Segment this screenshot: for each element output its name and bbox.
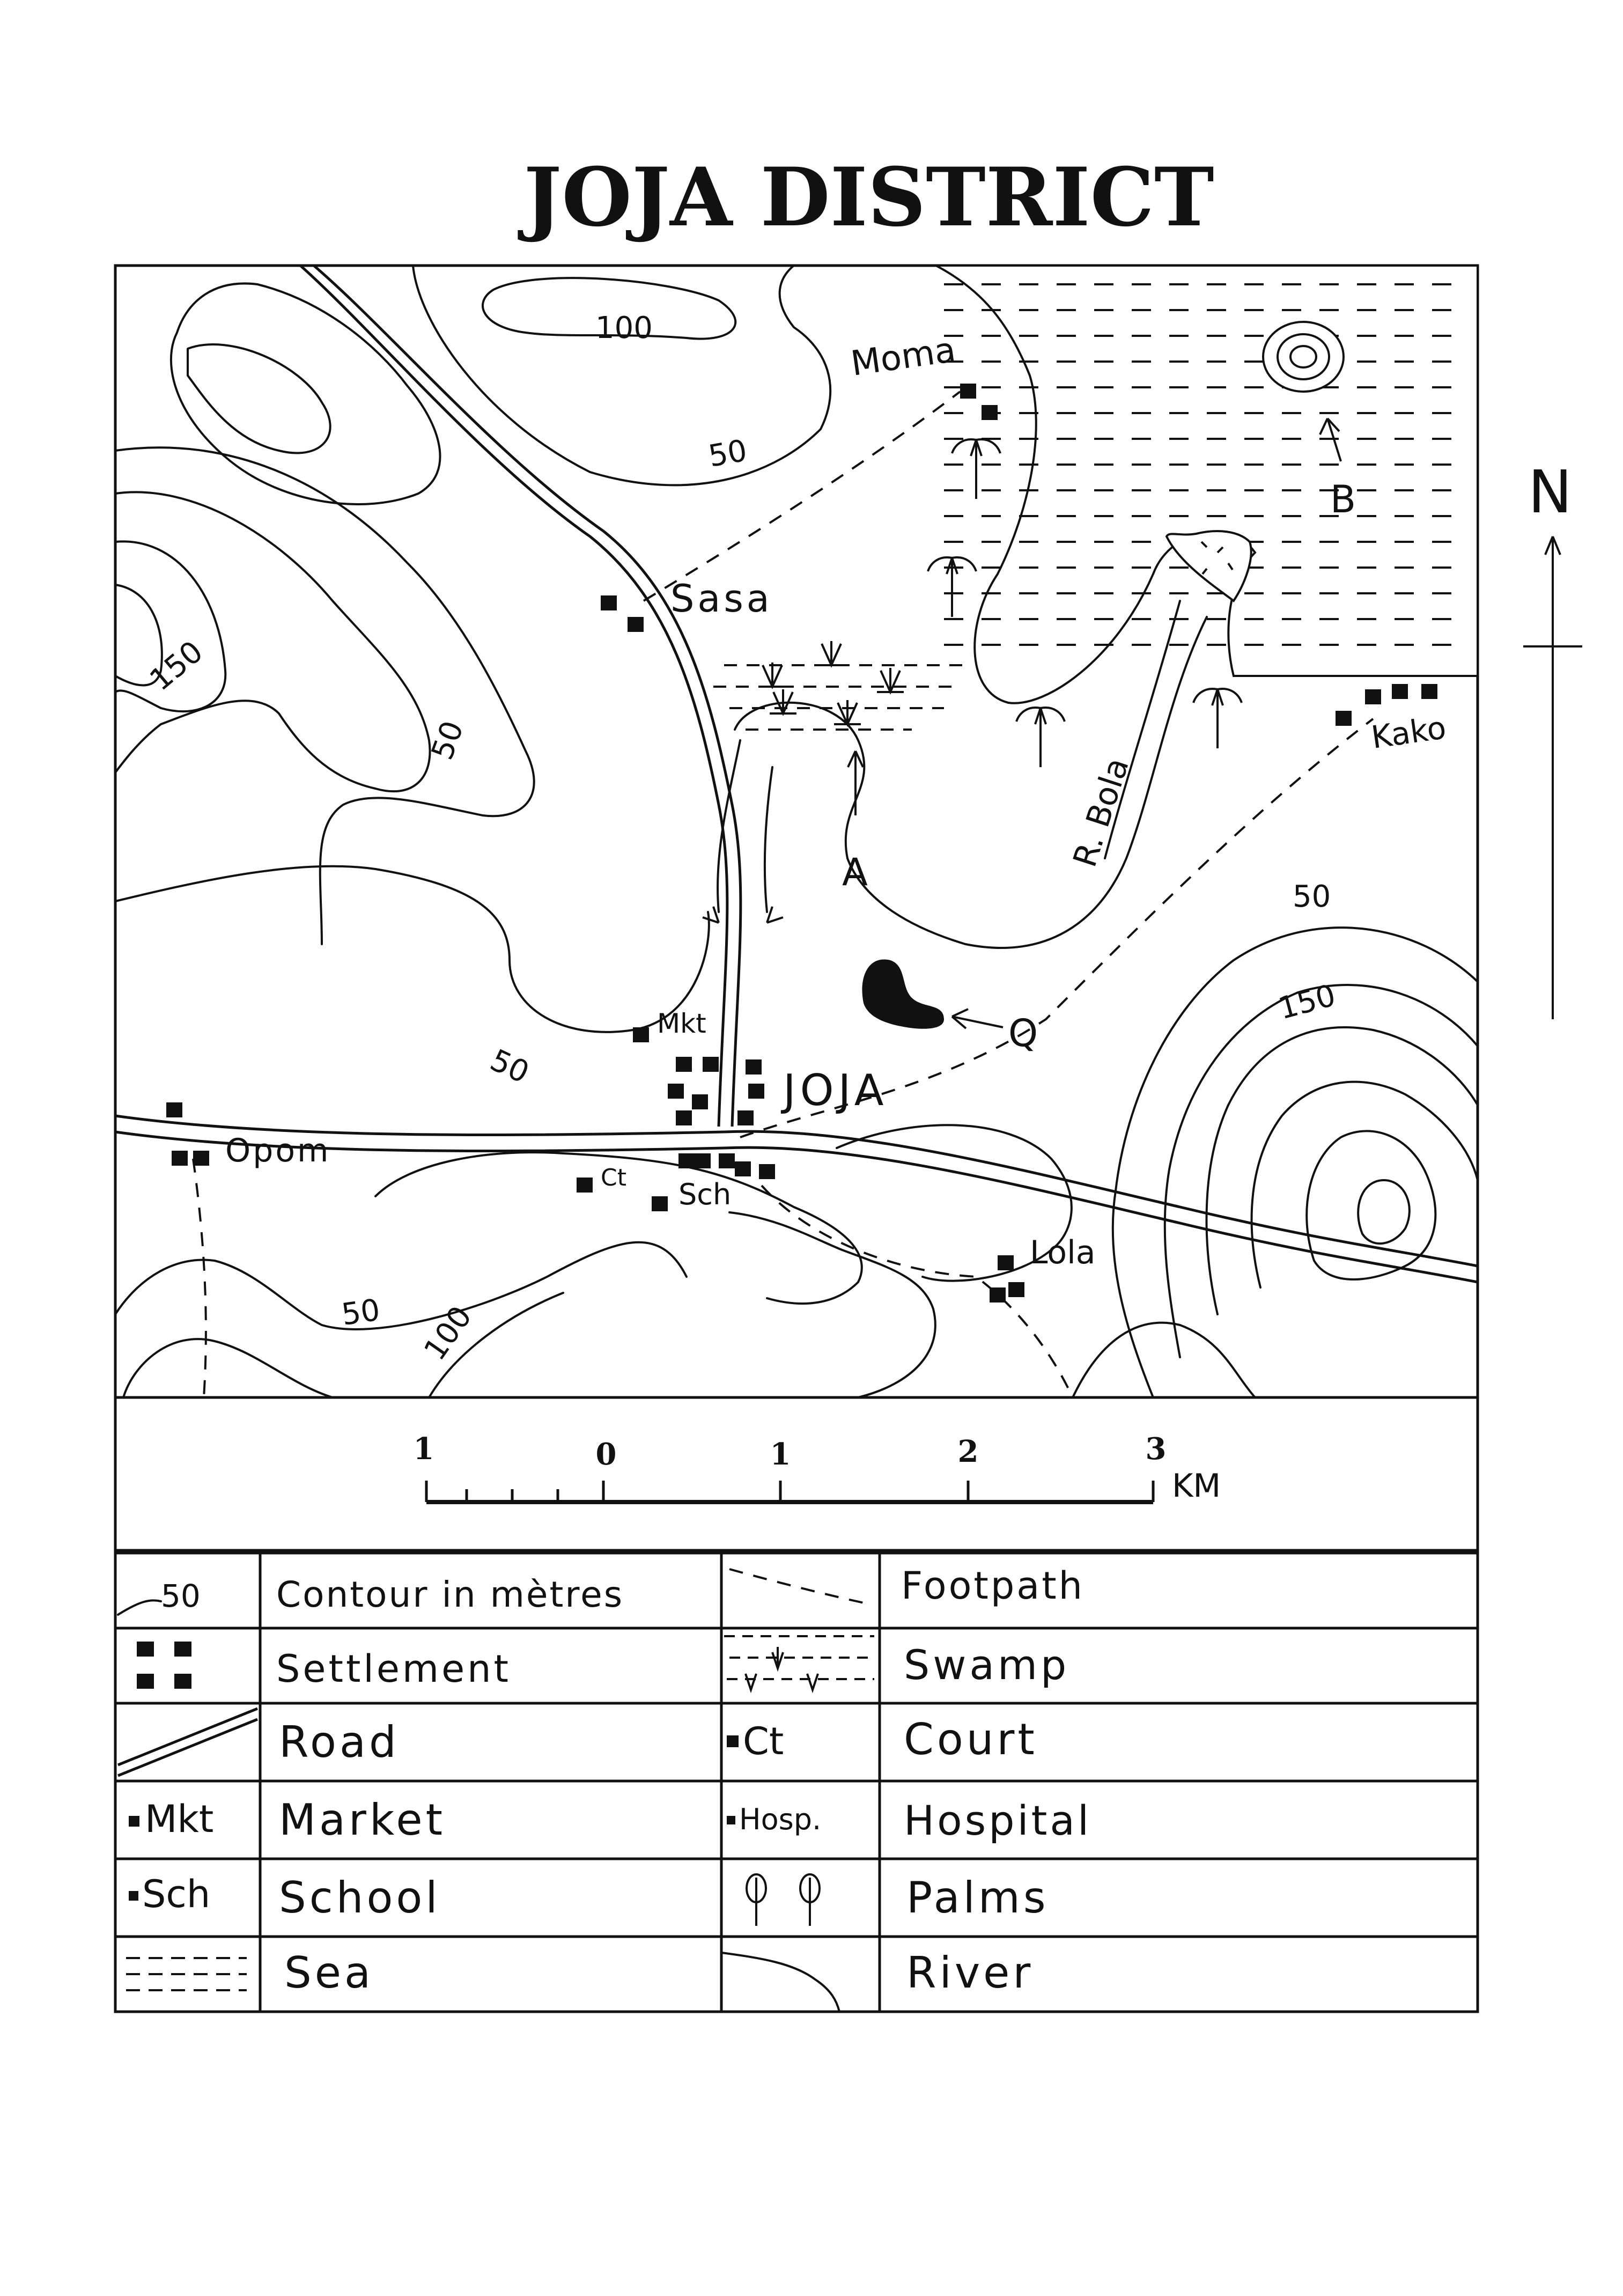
label-sasa: Sasa (670, 577, 773, 621)
legend-label-contour: Contour in mètres (276, 1574, 624, 1615)
scale-bar (425, 1481, 1155, 1504)
marker-a: A (842, 850, 868, 894)
legend-contour-value: 50 (161, 1578, 201, 1614)
contour-label-50-mid: 50 (485, 1043, 534, 1091)
contour-label-100-top: 100 (595, 311, 653, 345)
contour-label-150-right: 150 (1275, 978, 1339, 1026)
roads (115, 264, 1478, 1284)
sea-dashes (944, 283, 1451, 646)
label-mkt: Mkt (657, 1008, 706, 1039)
legend-hospital-symbol: Hosp. (727, 1802, 821, 1836)
island-b (1262, 321, 1345, 462)
river-bola (1104, 530, 1252, 859)
sea-area (935, 264, 1479, 704)
label-river-bola: R. Bola (1066, 753, 1137, 871)
legend-mkt-code: Mkt (145, 1797, 213, 1841)
label-kako: Kako (1369, 709, 1448, 756)
legend-swamp-symbol (724, 1635, 874, 1694)
legend-label-sea: Sea (284, 1948, 374, 1998)
legend-school-symbol: Sch (129, 1872, 210, 1916)
contour-label-50-bottom: 50 (340, 1293, 382, 1333)
legend-road-symbol (117, 1707, 258, 1777)
map-title: JOJA DISTRICT (518, 150, 1214, 245)
legend-sch-code: Sch (142, 1872, 210, 1916)
label-joja: JOJA (780, 1065, 888, 1115)
legend-label-settlement: Settlement (276, 1647, 511, 1691)
legend-hosp-code: Hosp. (739, 1802, 821, 1836)
legend-court-symbol: Ct (727, 1719, 784, 1763)
legend-label-school: School (279, 1873, 441, 1923)
contour-lines (114, 264, 1479, 1399)
scale-tick-1-left: 1 (414, 1431, 434, 1467)
scale-tick-2: 2 (958, 1434, 979, 1469)
legend-river-symbol (720, 1952, 840, 2013)
contour-label-50-left: 50 (425, 717, 470, 764)
legend-palms-symbol (746, 1873, 821, 1926)
label-sch: Sch (678, 1178, 731, 1211)
legend-label-road: Road (279, 1717, 400, 1767)
contour-label-50-top: 50 (706, 433, 749, 474)
label-lola: Lola (1030, 1234, 1096, 1271)
marker-b: B (1330, 477, 1356, 521)
legend-label-palms: Palms (906, 1873, 1049, 1923)
map-area: Moma Sasa Kako Opom Lola JOJA Mkt Ct Sch… (114, 264, 1479, 1399)
north-arrow: N (1523, 458, 1582, 1019)
swamp-grass (759, 641, 904, 727)
contour-label-100-bottom: 100 (417, 1300, 479, 1367)
legend: 50 Mkt Sch (114, 1549, 1479, 2013)
legend-footpath-symbol (729, 1568, 869, 1605)
marker-q: Q (1008, 1011, 1038, 1055)
north-label: N (1528, 458, 1572, 526)
scale-section: 1 0 1 2 3 KM (114, 1396, 1479, 1555)
contour-label-50-right: 50 (1293, 879, 1331, 914)
legend-label-court: Court (904, 1714, 1038, 1764)
footpaths (192, 391, 1374, 1398)
legend-label-market: Market (279, 1795, 446, 1845)
scale-tick-3: 3 (1146, 1431, 1167, 1467)
label-moma: Moma (849, 330, 958, 384)
legend-market-symbol: Mkt (129, 1797, 213, 1841)
scale-unit: KM (1172, 1467, 1221, 1505)
legend-label-river: River (906, 1948, 1034, 1998)
legend-label-hospital: Hospital (904, 1797, 1091, 1844)
scale-box (114, 1396, 1479, 1555)
arrow-a (702, 750, 864, 924)
legend-settlement-symbol (137, 1642, 191, 1689)
feature-q (862, 959, 1004, 1029)
contour-label-150-left: 150 (143, 634, 210, 698)
legend-label-footpath: Footpath (901, 1564, 1085, 1608)
legend-contour-symbol: 50 (117, 1578, 201, 1616)
palm-trees (927, 438, 1243, 767)
swamp-area (713, 641, 965, 731)
settlements (166, 384, 1437, 1302)
scale-tick-0: 0 (596, 1437, 617, 1472)
legend-label-swamp: Swamp (904, 1641, 1069, 1689)
label-ct: Ct (601, 1164, 626, 1191)
legend-sea-symbol (126, 1957, 247, 1991)
scale-tick-1: 1 (770, 1437, 791, 1472)
legend-ct-code: Ct (743, 1719, 784, 1763)
label-opom: Opom (225, 1132, 330, 1169)
